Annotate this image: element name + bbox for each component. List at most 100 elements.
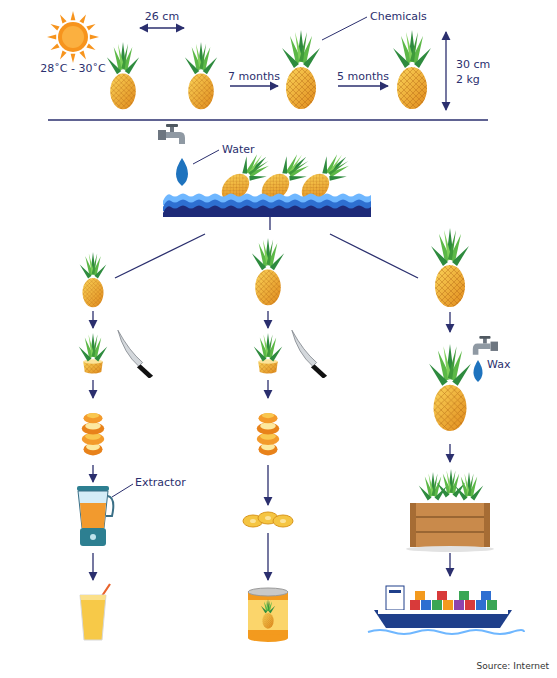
illustration-part (273, 515, 293, 527)
water-drop (176, 158, 188, 186)
annotation-label: Extractor (135, 476, 186, 489)
flow-arrow (449, 444, 450, 462)
illustration-part (80, 503, 106, 528)
sun-ray (86, 43, 95, 50)
illustration-part (410, 591, 497, 610)
sun-ray (90, 35, 99, 40)
spacing-arrow (140, 27, 184, 28)
illustration-part (389, 590, 401, 593)
flow-arrow (92, 553, 93, 580)
pineapple-large (431, 228, 469, 307)
annotation-label: 28˚C - 30˚C (40, 62, 105, 75)
height-arrow (445, 32, 446, 110)
annotation-label: 7 months (228, 70, 280, 83)
pineapple-cut (79, 333, 108, 374)
illustration-part (419, 472, 448, 501)
sun-ray (71, 54, 76, 63)
illustration-part (386, 586, 404, 610)
illustration-part (410, 503, 416, 547)
sun-icon (47, 11, 99, 63)
illustration-part (455, 472, 484, 501)
illustration-part (261, 599, 275, 629)
illustration-part (378, 610, 508, 614)
annotation-label: 5 months (337, 70, 389, 83)
step-arrow (230, 85, 278, 86)
sun-ray (51, 24, 60, 31)
pineapple-peeled (82, 413, 105, 455)
flow-arrow (449, 553, 450, 576)
illustration-part (80, 595, 106, 640)
annotation-label: 26 cm (145, 10, 179, 23)
container (487, 600, 497, 610)
juice-glass (80, 584, 110, 640)
sun-ray (71, 11, 76, 20)
knife-icon (292, 330, 327, 378)
illustration-part (248, 592, 288, 638)
flow-arrow (267, 465, 268, 505)
illustration-part (368, 630, 524, 634)
sun-ray (47, 35, 56, 40)
step-arrow (338, 85, 388, 86)
illustration-part (250, 519, 256, 523)
illustration-part (374, 610, 512, 628)
pineapple-medium (252, 238, 284, 305)
flow-arrow (92, 380, 93, 398)
sun-ray (51, 43, 60, 50)
annotation-label: Chemicals (370, 10, 427, 23)
wax-drop (474, 360, 483, 382)
illustration-part (248, 588, 288, 596)
flow-arrow (92, 465, 93, 482)
divider-line (48, 119, 488, 121)
pineapple-ripe (393, 30, 431, 109)
container (459, 591, 469, 600)
wave-band (163, 206, 371, 218)
annotation-label: 30 cm (456, 58, 490, 71)
container (437, 591, 447, 600)
pineapple-small (80, 252, 107, 307)
illustration-part (58, 22, 88, 52)
sun-ray (79, 15, 86, 24)
flow-arrow (92, 311, 93, 328)
pineapple-young (107, 42, 139, 109)
leader-line (112, 484, 133, 497)
annotation-label: Source: Internet (476, 660, 549, 673)
leader-line (322, 17, 367, 40)
illustration-part (410, 531, 490, 533)
export-crate (406, 469, 494, 552)
illustration-part (80, 528, 106, 546)
illustration-part (410, 503, 490, 547)
annotation-label: 2 kg (456, 73, 480, 86)
pineapple-young (185, 42, 217, 109)
illustration-part (484, 503, 490, 547)
illustration-part (280, 519, 286, 523)
container (476, 600, 486, 610)
flow-arrows (93, 311, 450, 580)
illustration-part (80, 595, 106, 600)
container (421, 600, 431, 610)
pineapple-peeled (257, 413, 280, 455)
pineapple-slices (243, 512, 293, 527)
illustration-part (62, 26, 84, 48)
illustration-part (406, 546, 494, 552)
flow-arrow (449, 312, 450, 332)
cargo-ship (368, 586, 524, 634)
sun-ray (86, 24, 95, 31)
container (432, 600, 442, 610)
water-waves (163, 194, 371, 218)
container (465, 600, 475, 610)
annotation-label: Wax (487, 358, 510, 371)
container (415, 591, 425, 600)
pineapple-cut (254, 333, 283, 374)
container (410, 600, 420, 610)
illustration-part (265, 516, 271, 520)
flow-arrow (267, 380, 268, 398)
illustration-part (248, 634, 288, 642)
pineapple-growing (282, 30, 320, 109)
branch-line (115, 234, 205, 278)
pineapple-waxed (429, 344, 471, 431)
faucet-icon (158, 124, 185, 144)
container (443, 600, 453, 610)
illustration-part (248, 600, 288, 630)
annotation-label: Water (222, 143, 255, 156)
